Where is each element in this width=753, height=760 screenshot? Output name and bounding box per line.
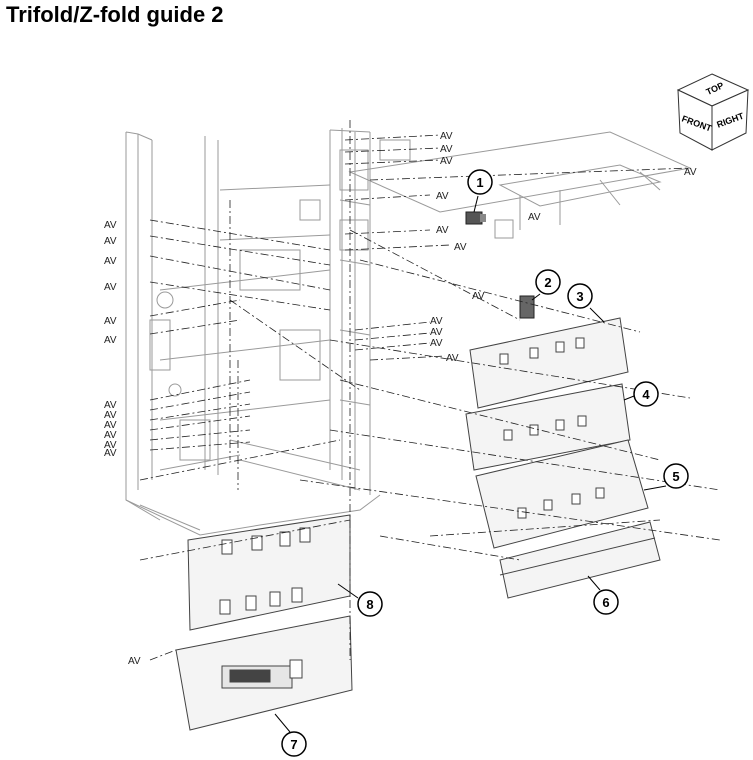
callout-1: 1 — [467, 169, 493, 213]
callout-5: 5 — [643, 463, 689, 491]
av-label: AV — [684, 167, 697, 178]
av-label: AV — [528, 212, 541, 223]
av-label: AV — [430, 338, 443, 349]
av-labels: AV AV AV AV AV AV AV AV AV AV AV AV AV A… — [104, 131, 697, 667]
av-label: AV — [104, 282, 117, 293]
callout-1-number: 1 — [476, 175, 483, 190]
machine-frame — [125, 128, 411, 536]
alignment-lines — [139, 120, 721, 661]
part-8-assembly — [187, 514, 351, 631]
callout-6-number: 6 — [602, 595, 609, 610]
av-label: AV — [446, 353, 459, 364]
av-label: AV — [128, 656, 141, 667]
orientation-cube: TOP FRONT RIGHT — [676, 73, 750, 151]
callout-6: 6 — [587, 575, 619, 615]
av-label: AV — [436, 225, 449, 236]
top-cover-plate — [348, 131, 692, 239]
av-label: AV — [440, 156, 453, 167]
av-label: AV — [104, 256, 117, 267]
part-1-sensor — [465, 211, 486, 225]
av-label: AV — [430, 327, 443, 338]
part-5-guide-plate — [475, 439, 649, 549]
callout-4-number: 4 — [642, 387, 650, 402]
av-label: AV — [104, 400, 117, 411]
av-label: AV — [472, 291, 485, 302]
part-2-sensor — [519, 295, 535, 319]
part-6-guide-plate — [499, 521, 661, 599]
callout-7-number: 7 — [290, 737, 297, 752]
av-label: AV — [104, 430, 117, 441]
callouts: 1 2 3 4 5 6 7 — [274, 169, 689, 757]
page-title: Trifold/Z-fold guide 2 — [6, 2, 224, 27]
callout-7: 7 — [274, 713, 307, 757]
av-label: AV — [440, 131, 453, 142]
part-7-assembly — [175, 615, 353, 731]
callout-5-number: 5 — [672, 469, 679, 484]
av-label: AV — [430, 316, 443, 327]
av-label: AV — [104, 448, 117, 459]
callout-2-number: 2 — [544, 275, 551, 290]
av-label: AV — [104, 410, 117, 421]
av-label: AV — [104, 420, 117, 431]
av-label: AV — [104, 440, 117, 451]
callout-4: 4 — [623, 381, 659, 407]
callout-3-number: 3 — [576, 289, 583, 304]
av-label: AV — [104, 316, 117, 327]
callout-8-number: 8 — [366, 597, 373, 612]
av-label: AV — [436, 191, 449, 202]
callout-3: 3 — [567, 283, 605, 323]
av-label: AV — [454, 242, 467, 253]
callout-8: 8 — [337, 583, 383, 617]
av-label: AV — [440, 144, 453, 155]
av-label: AV — [104, 236, 117, 247]
part-3-guide-plate — [469, 317, 629, 409]
part-4-guide-plate — [465, 383, 631, 471]
av-label: AV — [104, 220, 117, 231]
callout-2: 2 — [531, 269, 561, 301]
av-label: AV — [104, 335, 117, 346]
